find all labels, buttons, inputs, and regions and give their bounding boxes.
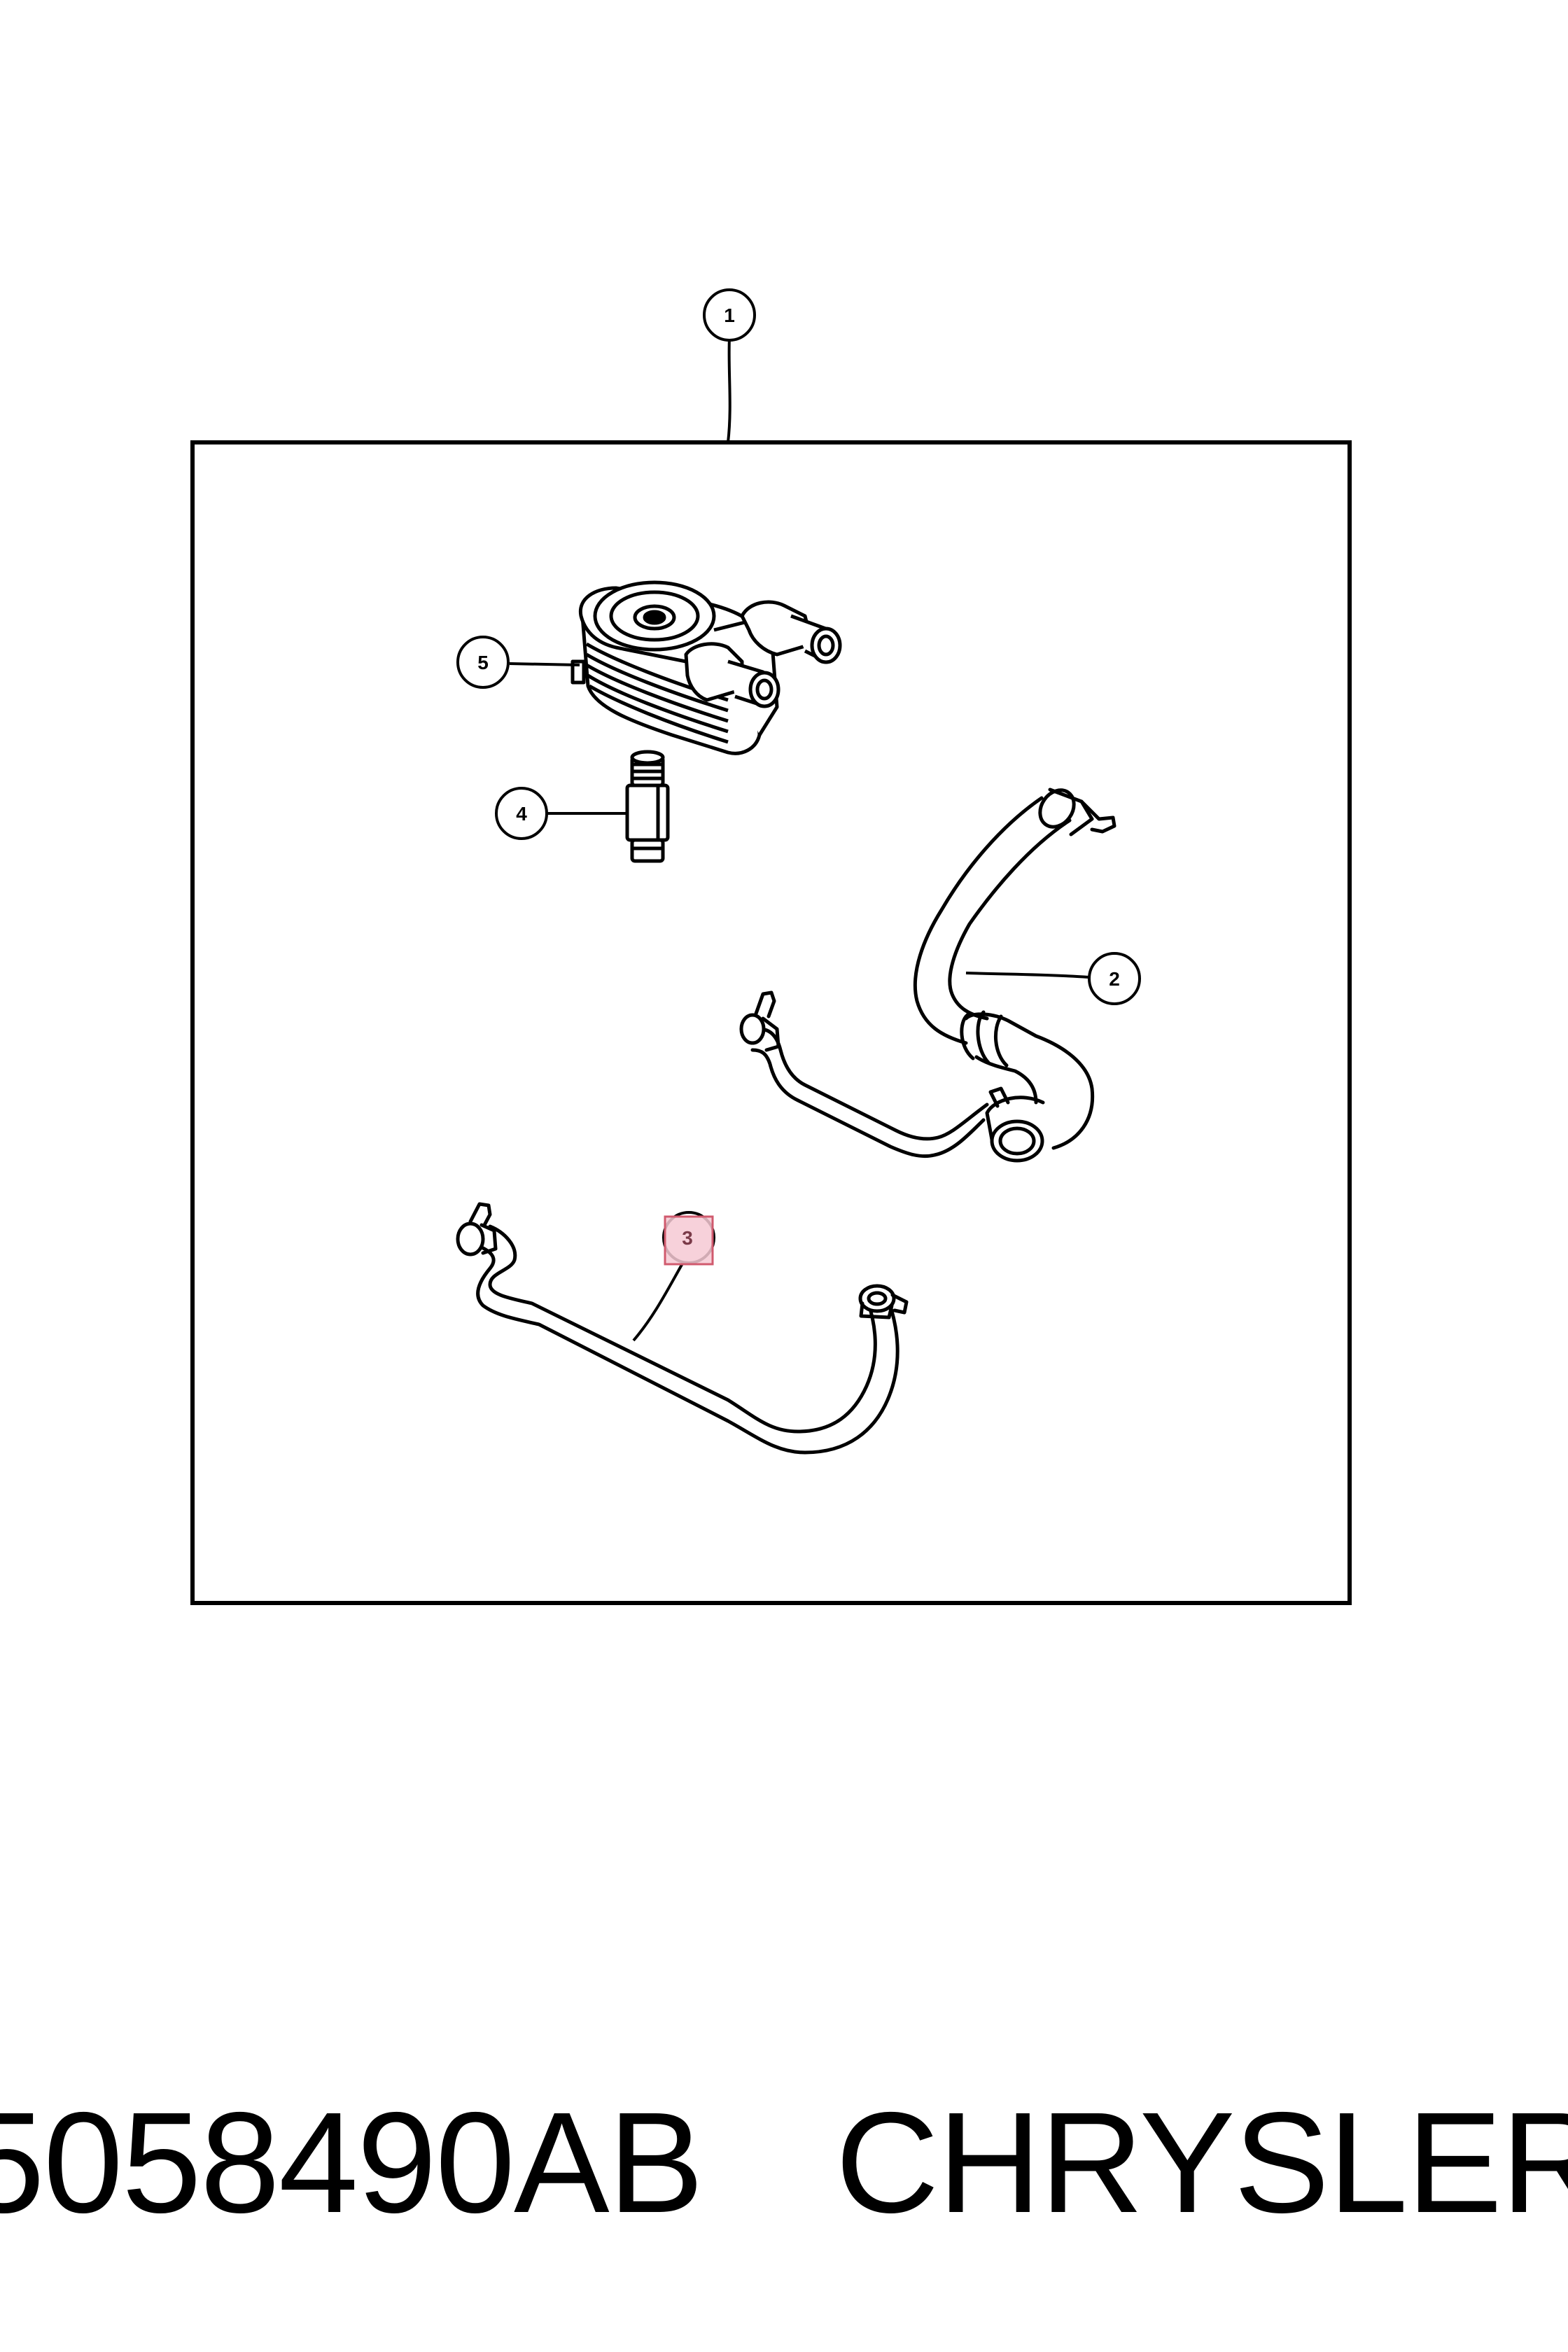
callout-2-label: 2 [1109, 968, 1120, 990]
brand-name: CHRYSLER [835, 2082, 1568, 2243]
part-caption: 5058490AB CHRYSLER [0, 2072, 1568, 2254]
part-number: 5058490AB [0, 2082, 704, 2243]
hose-3-illustration [456, 1202, 909, 1455]
callout-5[interactable]: 5 [456, 636, 580, 689]
oil-cooler-illustration [570, 580, 842, 755]
callout-4-label: 4 [516, 803, 527, 825]
callout-2[interactable]: 2 [965, 952, 1141, 1005]
hose-assembly-2-illustration [739, 788, 1116, 1163]
connector-fitting-illustration [625, 750, 670, 863]
callout-4[interactable]: 4 [495, 787, 627, 840]
callout-5-label: 5 [477, 652, 489, 673]
callout-3-highlight [664, 1215, 714, 1266]
callout-1-label: 1 [724, 304, 735, 326]
kit-frame [190, 440, 1352, 1605]
callout-1[interactable]: 1 [703, 288, 756, 443]
callout-3-label: 3 [682, 1227, 693, 1249]
callout-3[interactable]: 3 [632, 1211, 715, 1342]
